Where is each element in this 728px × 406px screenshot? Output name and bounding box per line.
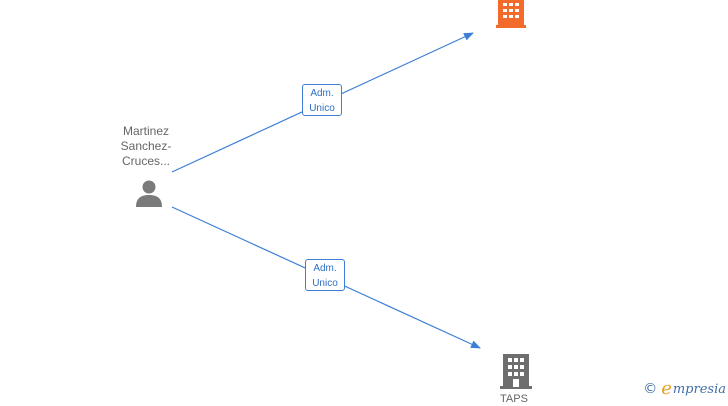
relation-label-1[interactable]: Adm. Unico xyxy=(302,84,342,116)
person-name-label[interactable]: Martinez Sanchez- Cruces... xyxy=(108,124,184,169)
person-name-line-1: Martinez xyxy=(122,124,169,138)
person-name-line-3: Cruces... xyxy=(121,154,170,168)
person-name-line-2: Sanchez- xyxy=(120,139,172,153)
brand-logo-initial: e xyxy=(661,378,672,399)
relation-role-1: Adm. xyxy=(310,88,334,99)
person-icon[interactable] xyxy=(134,179,164,209)
building-icon[interactable] xyxy=(500,354,532,390)
brand-logo-text: mpresia xyxy=(672,381,726,397)
building-icon[interactable] xyxy=(496,0,528,28)
relation-label-2[interactable]: Adm. Unico xyxy=(305,259,345,291)
copyright-symbol: © xyxy=(643,381,658,397)
relation-role-2: Adm. xyxy=(313,263,337,274)
relation-type-1: Unico xyxy=(309,103,335,114)
relation-type-2: Unico xyxy=(312,278,338,289)
brand-watermark: © e mpresia xyxy=(643,380,726,398)
